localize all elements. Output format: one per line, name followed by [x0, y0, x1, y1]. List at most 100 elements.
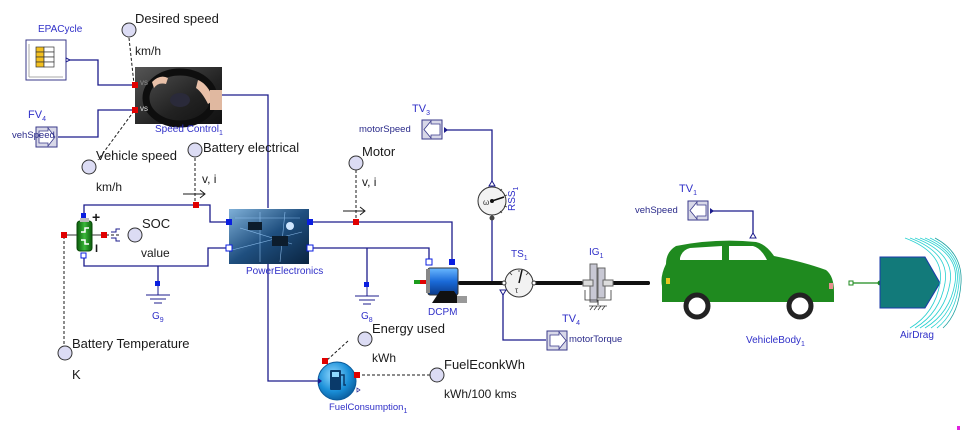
air-drag-label: AirDrag [900, 330, 934, 341]
ts1-index: 1 [523, 255, 528, 262]
connection-wires [58, 59, 754, 382]
probe-unit-motor: v, i [362, 175, 377, 189]
tv4-block[interactable] [546, 330, 568, 351]
wire-rss-tv3[interactable] [444, 129, 493, 183]
probe-unit-battery-electrical: v, i [202, 172, 217, 186]
battery-sensor-connector[interactable] [193, 202, 199, 208]
corner-marker [957, 426, 960, 430]
svg-text:τ: τ [515, 286, 519, 295]
tv3-name: TV [412, 103, 427, 115]
speed-control-name: Speed Control [155, 124, 219, 135]
ground-g8-label: G8 [361, 311, 373, 324]
tv1-index: 1 [693, 190, 697, 198]
svg-text:ω: ω [483, 198, 489, 207]
flow-arrow-icon [183, 189, 366, 216]
air-drag-block[interactable] [848, 237, 962, 329]
probe-fuel-econ[interactable] [429, 367, 445, 383]
probe-label-battery-electrical: Battery electrical [203, 140, 300, 155]
speed-control-label: Speed Control1 [155, 124, 223, 137]
fv4-name: FV [28, 109, 43, 121]
rss1-name: RSS [507, 190, 518, 211]
power-electronics-label: PowerElectronics [246, 266, 324, 277]
epacycle-block[interactable] [25, 39, 72, 81]
ground-g9-label: G9 [152, 311, 164, 324]
wire-battery-minus[interactable] [83, 247, 229, 267]
ig1-ideal-gear[interactable] [582, 263, 614, 311]
dcpm-label: DCPM [428, 307, 458, 318]
probe-energy-used[interactable] [357, 331, 373, 347]
epacycle-label: EPACycle [38, 24, 83, 35]
fuel-consumption-label: FuelConsumption1 [329, 402, 407, 415]
ts1-name: TS [511, 249, 524, 260]
wire-vehicle-tv1[interactable] [710, 210, 754, 238]
wire-speedcontrol-powerelectronics[interactable] [222, 94, 269, 208]
g8-name: G [361, 311, 369, 322]
probe-dashed-lines [63, 37, 436, 376]
tv4-index: 4 [576, 320, 580, 328]
rss1-label: RSS1 [507, 187, 520, 211]
speed-control-port-1: vs [140, 78, 148, 87]
fuel-consumption-name: FuelConsumption [329, 402, 404, 413]
g8-index: 8 [368, 317, 373, 324]
tv1-label: TV1 [679, 183, 697, 197]
g9-name: G [152, 311, 160, 322]
fuel-consumption-index: 1 [403, 407, 408, 415]
speed-control-block[interactable] [132, 67, 222, 128]
motor-sensor-connector[interactable] [353, 219, 359, 225]
battery-minus-label: I [95, 243, 99, 255]
power-electronics-block[interactable] [225, 209, 314, 264]
tv4-signal-label: motorTorque [569, 334, 623, 345]
dcpm-motor-block[interactable] [414, 258, 467, 303]
vehicle-body-block[interactable] [646, 240, 834, 320]
probe-battery-temperature[interactable] [57, 345, 73, 361]
speed-control-index: 1 [218, 130, 223, 137]
ig1-index: 1 [599, 253, 604, 260]
fv4-index: 4 [42, 116, 46, 124]
ig1-label: IG1 [589, 247, 603, 260]
tv3-block[interactable] [421, 119, 448, 140]
rss1-index: 1 [513, 186, 520, 191]
tv1-name: TV [679, 183, 694, 195]
fv4-block[interactable] [35, 126, 58, 148]
probe-unit-energy-used: kWh [372, 351, 396, 365]
tv1-block[interactable] [687, 200, 757, 239]
probe-vehicle-speed[interactable] [81, 159, 97, 175]
vehicle-body-name: VehicleBody [746, 335, 802, 346]
ground-g8-symbol[interactable] [355, 282, 379, 305]
g9-index: 9 [159, 317, 164, 324]
probe-desired-speed[interactable] [121, 22, 137, 38]
tv3-label: TV3 [412, 103, 430, 117]
probe-unit-fuel-econ: kWh/100 kms [444, 387, 517, 401]
wire-battery-plus[interactable] [83, 204, 229, 223]
battery-plus-label: + [92, 209, 101, 225]
tv3-index: 3 [426, 110, 430, 118]
ts1-label: TS1 [511, 249, 528, 262]
battery-block[interactable] [61, 213, 120, 259]
tv4-label: TV4 [562, 313, 580, 327]
wire-pe-dcpm-minus[interactable] [310, 247, 430, 262]
probe-label-desired-speed: Desired speed [135, 11, 219, 26]
tv4-name: TV [562, 313, 577, 325]
probe-unit-soc: value [141, 246, 170, 260]
probe-label-energy-used: Energy used [372, 321, 445, 336]
probe-label-battery-temperature: Battery Temperature [72, 336, 190, 351]
probe-unit-battery-temperature: K [72, 367, 81, 382]
probe-motor[interactable] [348, 155, 364, 171]
ground-g9-symbol[interactable] [146, 281, 170, 304]
probe-label-fuel-econ: FuelEconkWh [444, 357, 525, 372]
wire-fv4-speedcontrol[interactable] [58, 109, 136, 138]
ts1-torque-sensor[interactable]: τ [499, 268, 537, 298]
probe-label-motor: Motor [362, 144, 396, 159]
wire-ts-tv4[interactable] [502, 290, 546, 341]
wire-pe-fuelconsumption[interactable] [267, 264, 318, 382]
rss1-speed-sensor[interactable]: ω [477, 180, 508, 221]
wire-epacycle-speedcontrol[interactable] [67, 59, 136, 86]
probe-soc[interactable] [127, 227, 143, 243]
fuel-consumption-block[interactable] [317, 358, 361, 401]
probe-battery-electrical[interactable] [187, 142, 203, 158]
tv3-signal-label: motorSpeed [359, 124, 411, 135]
fv4-label: FV4 [28, 109, 46, 123]
vehicle-body-label: VehicleBody1 [746, 335, 805, 348]
wire-pe-dcpm-plus[interactable] [310, 221, 453, 262]
